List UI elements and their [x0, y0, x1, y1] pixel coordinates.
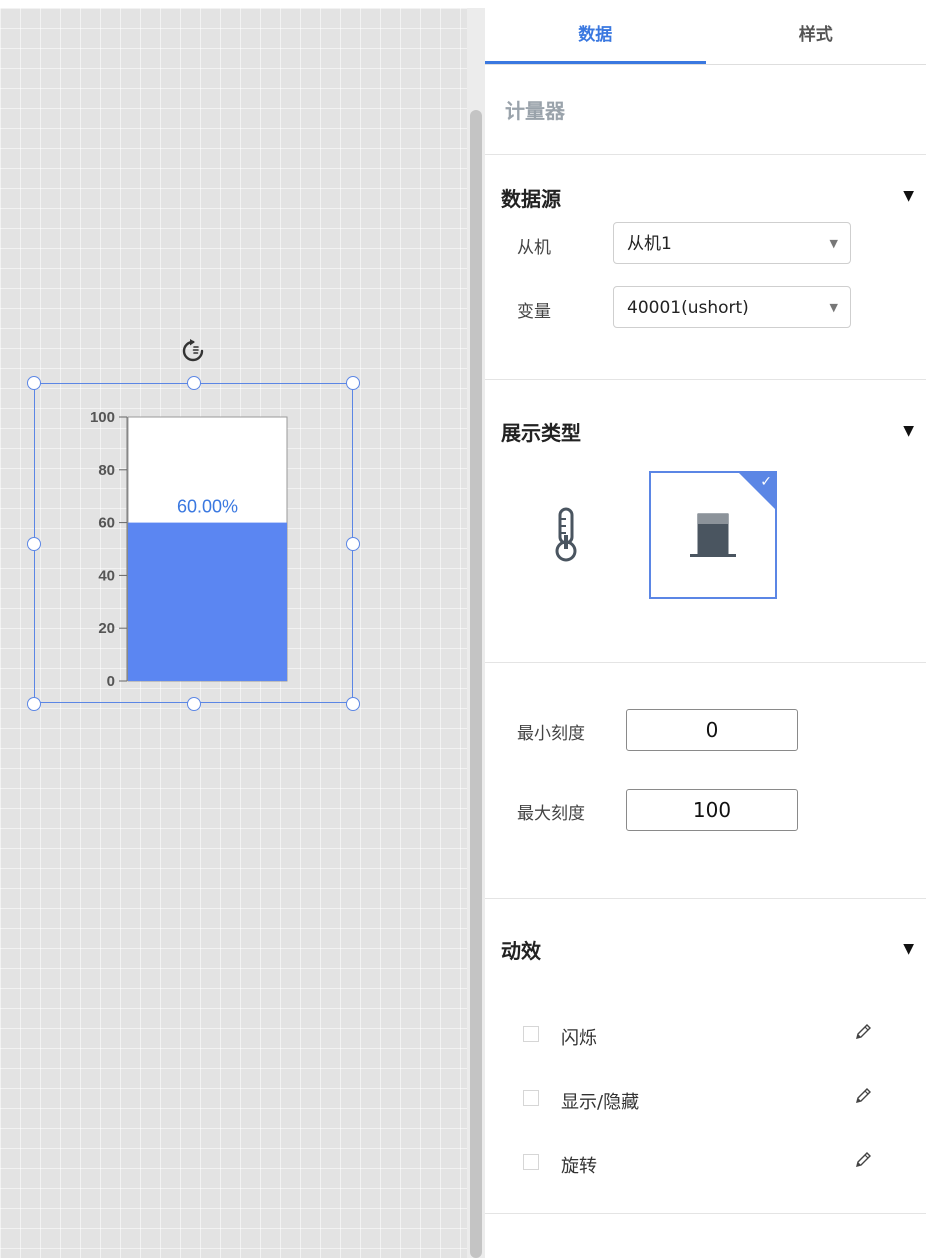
chevron-down-icon: ▼ — [829, 237, 838, 250]
animation-title: 动效 — [501, 939, 541, 963]
gauge-value-label: 60.00% — [177, 497, 238, 517]
slave-select-value: 从机1 — [627, 234, 672, 254]
animation-item-show-hide: 显示/隐藏 — [523, 1084, 883, 1114]
variable-select[interactable]: 40001(ushort) ▼ — [613, 286, 851, 328]
slave-select[interactable]: 从机1 ▼ — [613, 222, 851, 264]
gauge-tick-label: 60 — [98, 515, 115, 532]
variable-label: 变量 — [517, 302, 551, 322]
display-type-thermometer[interactable] — [502, 471, 630, 599]
animation-section: 动效 ▼ 闪烁 显示/隐藏 旋转 — [485, 899, 926, 1214]
min-scale-input[interactable]: 0 — [626, 709, 798, 751]
caret-down-icon[interactable]: ▼ — [903, 941, 914, 957]
resize-handle-left[interactable] — [27, 537, 41, 551]
resize-handle-bottom-left[interactable] — [27, 697, 41, 711]
min-scale-label: 最小刻度 — [517, 724, 585, 744]
data-source-title: 数据源 — [501, 187, 561, 211]
caret-down-icon[interactable]: ▼ — [903, 188, 914, 204]
resize-handle-bottom[interactable] — [187, 697, 201, 711]
caret-down-icon[interactable]: ▼ — [903, 423, 914, 439]
canvas-scrollbar-thumb[interactable] — [470, 110, 482, 1258]
variable-select-value: 40001(ushort) — [627, 298, 749, 318]
rotate-handle-icon[interactable] — [178, 336, 208, 366]
resize-handle-right[interactable] — [346, 537, 360, 551]
pencil-icon[interactable] — [853, 1022, 873, 1042]
tab-data[interactable]: 数据 — [485, 8, 706, 64]
display-type-title: 展示类型 — [501, 421, 581, 445]
thermometer-icon — [555, 507, 577, 562]
property-panel: 数据 样式 计量器 数据源 ▼ 从机 从机1 ▼ 变量 40001(ushort… — [485, 8, 926, 1258]
resize-handle-bottom-right[interactable] — [346, 697, 360, 711]
gauge-fill — [128, 522, 287, 681]
gauge-tick-label: 20 — [98, 620, 115, 637]
data-source-section: 数据源 ▼ 从机 从机1 ▼ 变量 40001(ushort) ▼ — [485, 155, 926, 380]
resize-handle-top-right[interactable] — [346, 376, 360, 390]
slave-label: 从机 — [517, 238, 551, 258]
bar-gauge-icon — [690, 513, 736, 557]
display-type-section: 展示类型 ▼ ✓ — [485, 380, 926, 663]
rotate-label: 旋转 — [561, 1156, 597, 1177]
gauge-tick-label: 40 — [98, 567, 115, 584]
bar-gauge[interactable]: 100 80 60 40 20 0 60.00% — [70, 400, 300, 700]
max-scale-input[interactable]: 100 — [626, 789, 798, 831]
chevron-down-icon: ▼ — [829, 301, 838, 314]
resize-handle-top-left[interactable] — [27, 376, 41, 390]
resize-handle-top[interactable] — [187, 376, 201, 390]
gauge-tick-label: 100 — [90, 409, 115, 426]
panel-tabs: 数据 样式 — [485, 8, 926, 65]
check-icon: ✓ — [760, 474, 772, 490]
tab-style[interactable]: 样式 — [798, 25, 833, 45]
blink-checkbox[interactable] — [523, 1026, 539, 1042]
blink-label: 闪烁 — [561, 1028, 597, 1049]
show-hide-label: 显示/隐藏 — [561, 1092, 640, 1113]
gauge-tick-label: 80 — [98, 462, 115, 479]
pencil-icon[interactable] — [853, 1150, 873, 1170]
pencil-icon[interactable] — [853, 1086, 873, 1106]
max-scale-label: 最大刻度 — [517, 804, 585, 824]
rotate-checkbox[interactable] — [523, 1154, 539, 1170]
show-hide-checkbox[interactable] — [523, 1090, 539, 1106]
gauge-tick-label: 0 — [107, 673, 115, 690]
component-name: 计量器 — [485, 65, 926, 155]
animation-item-blink: 闪烁 — [523, 1020, 883, 1050]
scale-section: 最小刻度 0 最大刻度 100 — [485, 663, 926, 899]
selected-corner-badge — [739, 473, 775, 509]
display-type-bar[interactable]: ✓ — [649, 471, 777, 599]
animation-item-rotate: 旋转 — [523, 1148, 883, 1178]
top-strip — [0, 0, 926, 8]
